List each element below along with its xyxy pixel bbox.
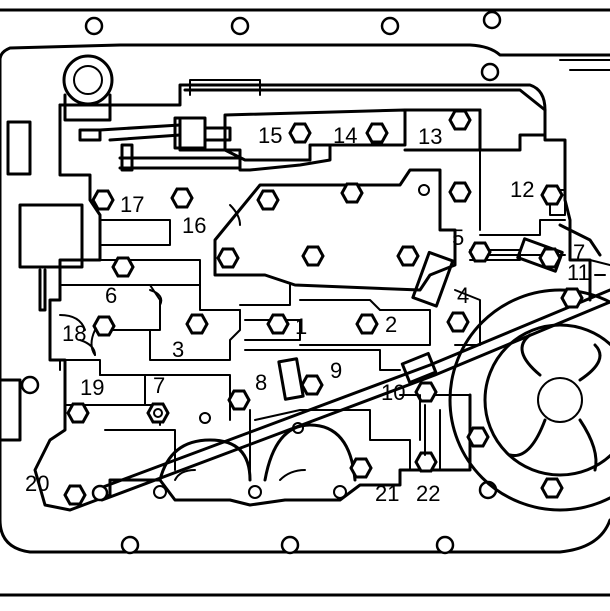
bolt-12 — [540, 184, 564, 206]
label-22: 22 — [416, 481, 440, 506]
bolt-9 — [300, 374, 324, 396]
label-5: 5 — [452, 225, 464, 250]
pump-gear — [448, 288, 610, 512]
bolt-16 — [170, 187, 194, 209]
label-12: 12 — [510, 177, 534, 202]
bolt-17 — [91, 189, 115, 211]
bolt-14 — [365, 122, 389, 144]
gasket-outline — [0, 8, 610, 597]
label-15: 15 — [258, 123, 282, 148]
bolt-21 — [349, 457, 373, 479]
bolt-top-center — [340, 182, 364, 204]
callout-labels: 1 2 3 4 5 6 7 7 8 9 10 11 12 13 14 15 16… — [25, 123, 590, 506]
central-plate — [213, 168, 457, 292]
label-19: 19 — [80, 375, 104, 400]
label-13: 13 — [418, 124, 442, 149]
bolt-8 — [227, 389, 251, 411]
label-11: 11 — [567, 260, 590, 285]
label-21: 21 — [375, 481, 399, 506]
right-edge — [549, 59, 610, 276]
label-20: 20 — [25, 471, 49, 496]
leader-lines — [90, 329, 426, 456]
linkage-rod — [98, 116, 242, 172]
bolt-gear-bottom — [540, 477, 564, 499]
diagonal-cable — [91, 288, 610, 502]
bolt-3 — [185, 313, 209, 335]
bolt-13 — [448, 109, 472, 131]
bolt-11 — [538, 247, 562, 269]
bolt-22 — [414, 451, 438, 473]
bolt-15 — [288, 122, 312, 144]
label-9: 9 — [330, 358, 342, 383]
label-2: 2 — [385, 312, 397, 337]
label-6: 6 — [105, 283, 117, 308]
bolt-7 — [146, 402, 170, 424]
bolt-plate-a — [301, 245, 325, 267]
label-4: 4 — [457, 283, 469, 308]
label-7b: 7 — [153, 373, 165, 398]
bolt-19 — [66, 402, 90, 424]
bolt-20 — [63, 484, 87, 506]
label-8: 8 — [255, 370, 267, 395]
bolt-18 — [92, 315, 116, 337]
small-parts — [59, 204, 564, 401]
label-3: 3 — [172, 337, 184, 362]
label-7a: 7 — [573, 240, 585, 265]
bolt-6 — [111, 256, 135, 278]
label-16: 16 — [182, 213, 206, 238]
bolt-1 — [266, 313, 290, 335]
left-components — [0, 120, 84, 442]
bolt-5 — [468, 241, 492, 263]
label-18: 18 — [62, 321, 86, 346]
gasket-holes — [20, 10, 502, 555]
internal-channels — [59, 149, 566, 471]
upper-plate — [223, 108, 547, 162]
accumulator-bores — [153, 412, 357, 499]
bolt-center-left — [256, 189, 280, 211]
bolt-gear-top — [560, 287, 584, 309]
label-1: 1 — [295, 314, 307, 339]
top-left-plug — [62, 54, 114, 142]
bolt-left-plate — [216, 247, 240, 269]
label-10: 10 — [381, 380, 405, 405]
bolt-2 — [355, 313, 379, 335]
bolt-center-right — [448, 181, 472, 203]
label-17: 17 — [120, 192, 144, 217]
bolt-4 — [446, 311, 470, 333]
hex-bolts — [63, 109, 584, 506]
bolt-gear-left — [466, 426, 490, 448]
bolt-plate-b — [396, 245, 420, 267]
label-14: 14 — [333, 123, 357, 148]
